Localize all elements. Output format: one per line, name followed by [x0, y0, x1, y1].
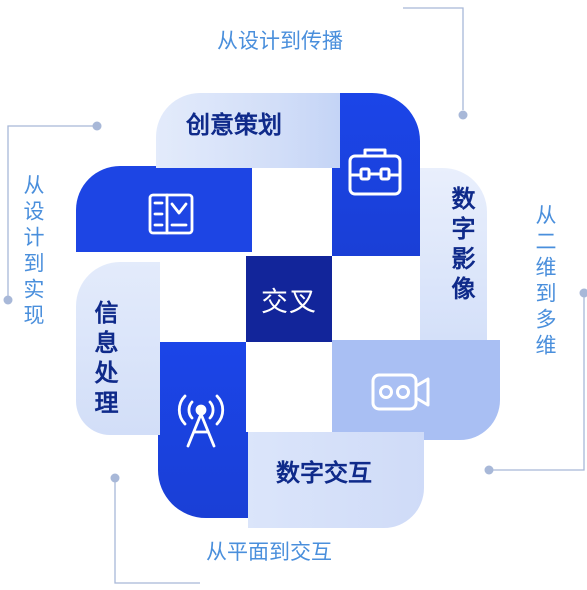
tile-bottom-light — [248, 432, 424, 528]
tile-right-label: 数字影像 — [447, 186, 475, 306]
tile-left-label: 信息处理 — [90, 300, 118, 420]
tile-right-light — [420, 168, 487, 340]
connector-dot — [484, 465, 494, 475]
connector-dot — [110, 473, 120, 483]
connector-left — [7, 125, 97, 300]
center-label: 交叉 — [261, 286, 317, 318]
toolbox-icon — [348, 148, 402, 196]
tile-bottom-label: 数字交互 — [276, 459, 372, 487]
outer-label-bottom: 从平面到交互 — [206, 540, 332, 564]
connector-right — [492, 293, 585, 471]
outer-label-right: 从二维到多维 — [533, 204, 557, 360]
tile-top-label: 创意策划 — [186, 111, 282, 139]
outer-label-top: 从设计到传播 — [217, 29, 343, 53]
video-camera-icon — [371, 373, 430, 411]
connector-dots — [3, 110, 587, 483]
connector-dot — [3, 295, 13, 305]
connector-bottom — [114, 478, 200, 584]
connector-dot — [458, 110, 468, 120]
tile-left-blue-block — [76, 166, 252, 252]
connector-lines — [7, 7, 585, 584]
connector-dot — [92, 121, 102, 131]
connector-dot — [579, 288, 587, 298]
center-square — [246, 256, 332, 342]
circuit-board-icon — [148, 193, 194, 235]
connector-top — [403, 7, 464, 110]
broadcast-tower-icon — [177, 394, 225, 448]
tile-top-light — [156, 93, 340, 168]
tile-left-light — [76, 262, 160, 435]
outer-label-left: 从设计到实现 — [21, 174, 45, 330]
